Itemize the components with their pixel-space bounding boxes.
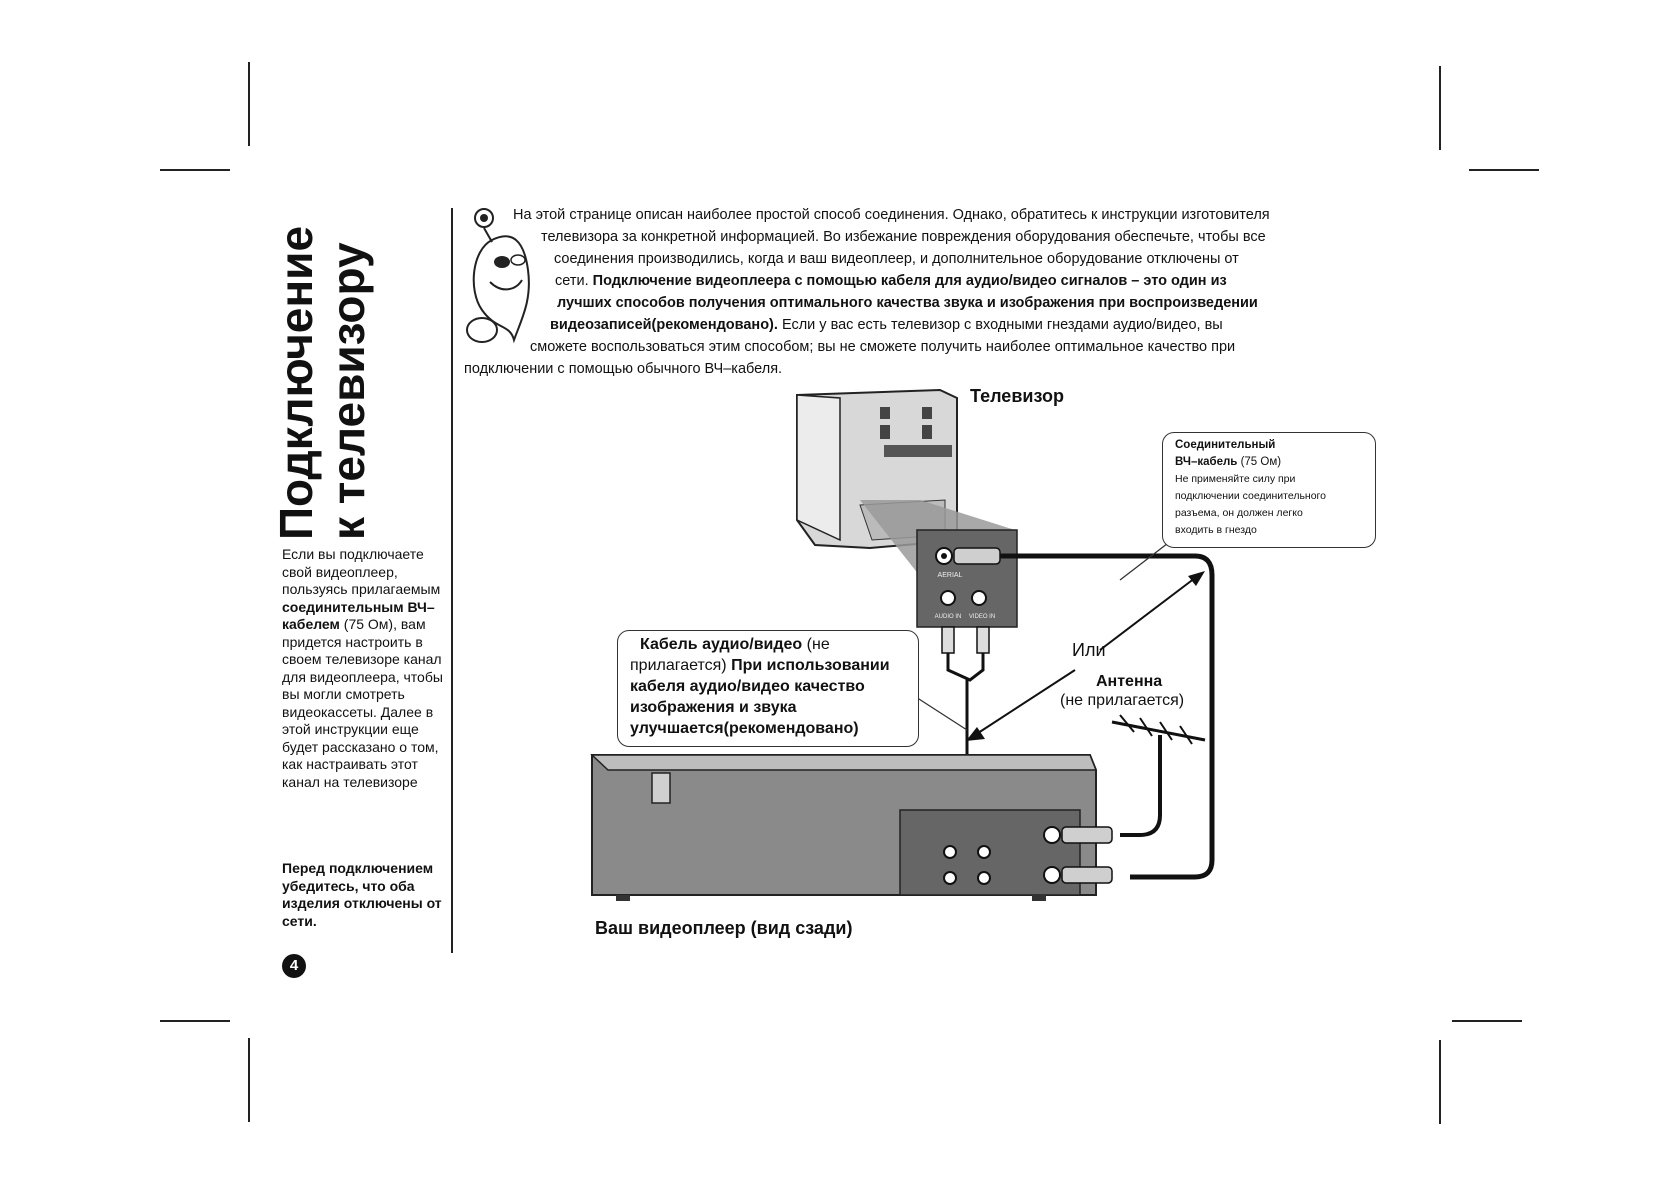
- intro-line-1: На этой странице описан наиболее простой…: [513, 207, 1270, 223]
- intro-line-6a: видеозаписей(рекомендовано).: [550, 317, 778, 333]
- av-callout-line-2: прилагается) При использовании: [630, 657, 890, 675]
- column-divider: [451, 208, 453, 953]
- or-label: Или: [1072, 640, 1106, 660]
- av-callout-line-1b: (не: [806, 636, 830, 653]
- sidebar-text-c: (75 Ом), вам придется настроить в своем …: [282, 616, 443, 790]
- rf-cable: [1000, 553, 1215, 880]
- sidebar-text-bold: соединительным ВЧ– кабелем: [282, 598, 435, 633]
- rf-cable-callout: Соединительный ВЧ–кабель (75 Ом) Не прим…: [1162, 432, 1376, 548]
- rf-callout-note-1: Не применяйте силу при: [1175, 473, 1296, 485]
- crop-mark: [1452, 1020, 1522, 1022]
- av-cable-callout: Кабель аудио/видео (не прилагается) При …: [617, 630, 919, 747]
- tv-label: Телевизор: [970, 386, 1064, 406]
- video-in-label: VIDEO IN: [969, 614, 995, 620]
- av-callout-line-3: кабеля аудио/видео качество: [630, 678, 865, 695]
- rf-callout-note-3: разъема, он должен легко: [1175, 507, 1303, 519]
- av-callout-line-1: Кабель аудио/видео (не: [640, 636, 830, 654]
- or-arrow-down: [974, 669, 1076, 736]
- audio-in-jack-icon: [940, 590, 956, 606]
- antenna-cable: [1120, 735, 1162, 837]
- intro-line-6b: Если у вас есть телевизор с входными гне…: [781, 317, 1223, 333]
- sidebar-warning: Перед подключением убедитесь, что оба из…: [282, 860, 442, 929]
- aerial-jack-label: AERIAL: [938, 572, 963, 579]
- vcr-label: Ваш видеоплеер (вид сзади): [595, 918, 853, 938]
- rf-callout-title: Соединительный: [1175, 439, 1276, 451]
- crop-mark: [1439, 66, 1441, 150]
- antenna-note: (не прилагается): [1060, 692, 1185, 709]
- intro-line-2: телевизора за конкретной информацией. Во…: [541, 229, 1266, 245]
- av-callout-line-2b: При использовании: [731, 657, 890, 674]
- rf-plug-icon: [953, 547, 1001, 565]
- sidebar-note: Если вы подключаете свой видеоплеер, пол…: [282, 546, 450, 791]
- crop-mark: [160, 169, 230, 171]
- rf-callout-subtitle-bold: ВЧ–кабель: [1175, 456, 1238, 468]
- crop-mark: [248, 62, 250, 146]
- intro-line-6: видеозаписей(рекомендовано). Если у вас …: [550, 314, 1223, 336]
- crop-mark: [1469, 169, 1539, 171]
- intro-line-5: лучших способов получения оптимального к…: [557, 295, 1258, 311]
- av-callout-line-2a: прилагается): [630, 657, 727, 674]
- rf-callout-subtitle: ВЧ–кабель (75 Ом): [1175, 456, 1281, 468]
- vcr-illustration: [590, 754, 1113, 901]
- intro-line-4a: сети.: [555, 273, 589, 289]
- crop-mark: [160, 1020, 230, 1022]
- antenna-icon: [1111, 714, 1206, 745]
- intro-line-7: сможете воспользоваться этим способом; в…: [530, 339, 1236, 355]
- rf-callout-note-2: подключении соединительного: [1175, 490, 1326, 502]
- av-callout-line-4: изображения и звука: [630, 699, 797, 716]
- mascot-icon: [466, 208, 530, 344]
- audio-in-label: AUDIO IN: [935, 614, 962, 620]
- intro-line-3: соединения производились, когда и ваш ви…: [554, 251, 1239, 267]
- or-arrow-up: [1099, 577, 1196, 651]
- intro-line-4: сети. Подключение видеоплеера с помощью …: [555, 270, 1227, 292]
- crop-mark: [248, 1038, 250, 1122]
- crop-mark: [1439, 1040, 1441, 1124]
- tv-jack-panel: [916, 529, 1018, 628]
- av-callout-line-5: улучшается(рекомендовано): [630, 720, 859, 737]
- page-number: 4: [282, 954, 306, 978]
- av-callout-line-1a: Кабель аудио/видео: [640, 636, 803, 653]
- rf-callout-subtitle-rest: (75 Ом): [1240, 456, 1282, 468]
- rf-callout-note-4: входить в гнездо: [1175, 524, 1257, 536]
- video-in-jack-icon: [971, 590, 987, 606]
- intro-line-8: подключении с помощью обычного ВЧ–кабеля…: [464, 361, 783, 377]
- intro-line-4b: Подключение видеоплеера с помощью кабеля…: [592, 273, 1227, 289]
- sidebar-text-a: Если вы подключаете свой видеоплеер, пол…: [282, 546, 441, 597]
- antenna-label: Антенна: [1096, 673, 1163, 690]
